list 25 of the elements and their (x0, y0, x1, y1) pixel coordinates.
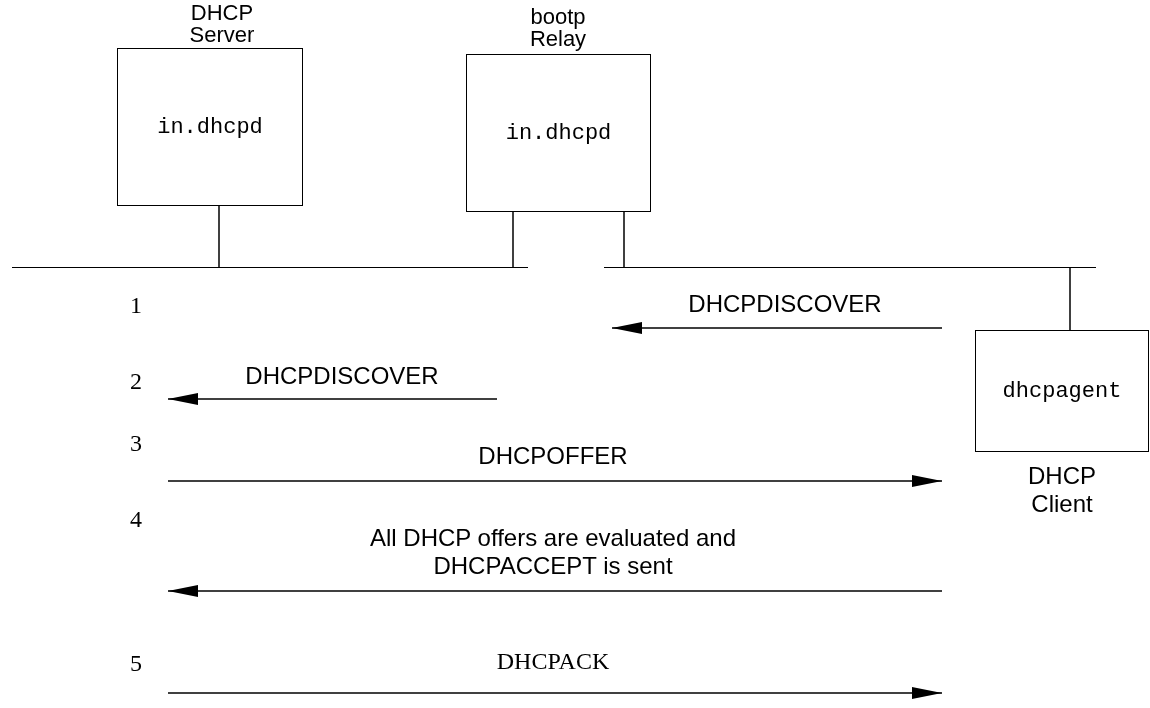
message-label: All DHCP offers are evaluated and DHCPACCEPT is sent (369, 524, 737, 580)
process-name: in.dhcpd (157, 114, 263, 140)
connector-line (218, 205, 220, 268)
network-line (12, 267, 528, 270)
connector-line (623, 211, 625, 268)
step-number: 5 (130, 650, 142, 677)
message-label: DHCPACK (495, 648, 611, 675)
process-name: dhcpagent (1002, 378, 1122, 404)
host-label: bootp Relay (528, 6, 588, 50)
message-label: DHCPDISCOVER (244, 362, 440, 390)
connector-line (1069, 267, 1071, 331)
step-number: 1 (130, 292, 142, 319)
host-box (117, 48, 303, 206)
step-number: 2 (130, 368, 142, 395)
connector-line (512, 211, 514, 268)
host-box (975, 330, 1149, 452)
step-number: 3 (130, 430, 142, 457)
process-name: in.dhcpd (505, 120, 612, 146)
message-label: DHCPDISCOVER (687, 290, 883, 318)
host-label: DHCP Client (1027, 462, 1097, 518)
network-line (604, 267, 1096, 270)
message-label: DHCPOFFER (477, 442, 629, 470)
step-number: 4 (130, 506, 142, 533)
host-label: DHCP Server (188, 2, 256, 46)
host-box (466, 54, 651, 212)
